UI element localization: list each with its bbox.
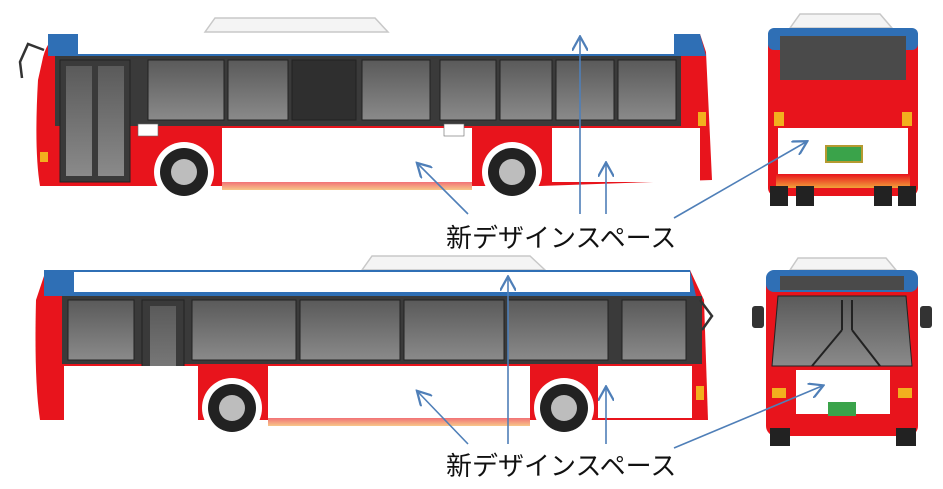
callout-arrows-bottom xyxy=(418,278,822,449)
bus-front-bottom xyxy=(752,257,932,446)
callout-label-top: 新デザインスペース xyxy=(446,224,677,254)
callout-label-bottom: 新デザインスペース xyxy=(446,452,677,482)
bus-side-bottom xyxy=(35,255,714,438)
callout-arrows-top xyxy=(418,38,806,219)
bus-rear-top xyxy=(768,13,918,206)
bus-side-top xyxy=(18,17,712,202)
